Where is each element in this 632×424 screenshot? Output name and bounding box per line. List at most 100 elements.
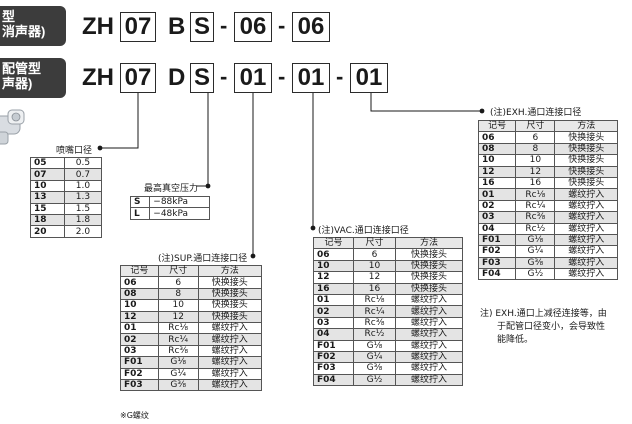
value-cell: −48kPa [149,207,210,220]
method-cell: 快换接头 [197,310,263,323]
value-cell: G¼ [353,350,396,364]
value-cell: G⅜ [157,378,199,392]
value-cell: 10 [157,299,199,312]
vacuum-pressure-code-box: S [190,12,214,42]
method-cell: 快换接头 [554,165,618,178]
method-cell: 螺纹拧入 [394,293,464,307]
code-cell: 08 [477,142,517,156]
exh-note-line-2: 于配管口径变小，会导致性 [497,322,606,332]
method-cell: 快换接头 [394,282,464,295]
value-cell: 6 [157,276,199,289]
value-cell: Rc⅜ [157,344,199,358]
nozzle-table-caption: 喷嘴口径 [56,146,93,156]
column-header: 方法 [197,264,263,278]
value-cell: G¼ [157,367,199,380]
method-cell: 螺纹拧入 [197,356,263,369]
model-type-label-1-line1: 型 [2,9,16,24]
method-cell: 螺纹拧入 [554,222,618,235]
sup-port-code-box: 06 [234,12,272,42]
separator: - [220,13,228,38]
code-cell: 04 [477,222,517,235]
value-cell: Rc⅜ [515,211,556,224]
code-cell: F02 [120,367,159,380]
nozzle-code-box: 07 [120,12,156,42]
method-cell: 快换接头 [394,271,464,284]
column-header: 记号 [120,264,159,278]
model-prefix: ZH [82,13,114,40]
code-cell: 13 [30,191,65,204]
code-cell: F01 [120,356,159,369]
value-cell: 1.0 [63,179,103,193]
method-cell: 快换接头 [554,142,618,156]
code-cell: 03 [312,316,355,330]
code-cell: 08 [120,287,159,301]
code-cell: F04 [477,268,517,281]
code-cell: 10 [30,179,65,193]
code-cell: 05 [30,156,65,170]
value-cell: −88kPa [149,195,210,209]
value-cell: G⅛ [157,356,199,369]
method-cell: 快换接头 [197,299,263,312]
separator: - [336,64,344,89]
body-type-code: B [168,13,186,40]
separator: - [278,13,286,38]
value-cell: Rc⅛ [157,321,199,335]
method-cell: 螺纹拧入 [554,256,618,270]
code-cell: 18 [30,213,65,227]
method-cell: 快换接头 [394,259,464,273]
sup-table-note: ※G螺纹 [120,411,149,420]
method-cell: 螺纹拧入 [554,199,618,213]
code-cell: F02 [312,350,355,364]
column-header: 尺寸 [353,236,396,250]
method-cell: 快换接头 [554,176,618,190]
code-cell: 16 [312,282,355,295]
code-cell: 03 [120,344,159,358]
method-cell: 螺纹拧入 [394,350,464,364]
value-cell: 1.5 [63,202,103,215]
code-cell: 02 [120,333,159,346]
value-cell: Rc⅛ [515,188,556,201]
model-code-row-1: ZH 07 B S - 06 - 06 [82,12,342,42]
column-header: 记号 [477,119,517,133]
method-cell: 螺纹拧入 [394,339,464,352]
model-type-label-2-line1: 配管型 [2,61,42,76]
code-cell: F01 [312,339,355,352]
code-cell: 02 [477,199,517,213]
separator: - [278,64,286,89]
code-cell: 10 [120,299,159,312]
method-cell: 螺纹拧入 [197,378,263,392]
table-row: L−48kPa [129,207,210,220]
value-cell: 6 [515,131,556,144]
method-cell: 快换接头 [554,131,618,144]
value-cell: 12 [157,310,199,323]
body-type-code: D [168,64,186,91]
sup-port-code-box: 01 [234,63,272,93]
value-cell: 2.0 [63,225,103,238]
model-type-label-1: 型 消声器) [0,6,66,46]
value-cell: Rc¼ [353,305,396,318]
